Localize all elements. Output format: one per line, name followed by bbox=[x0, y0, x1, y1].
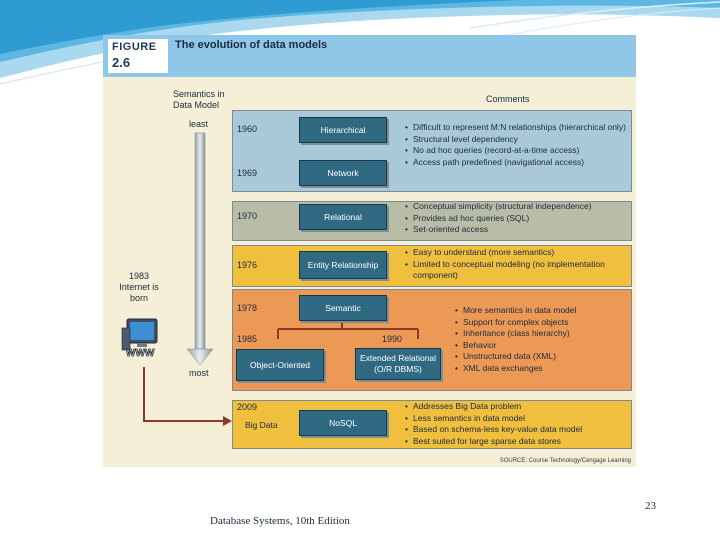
comment-item: Access path predefined (navigational acc… bbox=[405, 157, 627, 169]
comment-item: Provides ad hoc queries (SQL) bbox=[405, 213, 627, 225]
comment-item: Easy to understand (more semantics) bbox=[405, 247, 627, 259]
page-number: 23 bbox=[645, 500, 656, 512]
comment-item: Difficult to represent M:N relationships… bbox=[405, 122, 627, 134]
year-1978: 1978 bbox=[237, 303, 258, 313]
year-1970: 1970 bbox=[237, 211, 258, 221]
comments-semantic: More semantics in data modelSupport for … bbox=[455, 305, 627, 375]
data-model-evolution-figure: FIGURE 2.6 The evolution of data models … bbox=[103, 35, 636, 467]
model-hierarchical: Hierarchical bbox=[299, 117, 387, 143]
figure-source: SOURCE: Course Technology/Cengage Learni… bbox=[499, 458, 631, 464]
comment-item: XML data exchanges bbox=[455, 363, 627, 375]
slide-footer: Database Systems, 10th Edition bbox=[210, 515, 350, 527]
year-1976: 1976 bbox=[237, 260, 258, 270]
comments-header: Comments bbox=[486, 94, 530, 104]
figure-header: FIGURE 2.6 The evolution of data models bbox=[103, 35, 636, 77]
model-extended-relational: Extended Relational (O/R DBMS) bbox=[355, 348, 441, 380]
figure-label-word: FIGURE bbox=[112, 41, 157, 53]
comment-item: Inheritance (class hierarchy) bbox=[455, 328, 627, 340]
comment-item: Behavior bbox=[455, 340, 627, 352]
figure-label: FIGURE 2.6 bbox=[108, 39, 168, 73]
comment-item: Best suited for large sparse data stores bbox=[405, 436, 627, 448]
model-entity-relationship: Entity Relationship bbox=[299, 251, 387, 279]
model-object-oriented: Object-Oriented bbox=[236, 349, 324, 381]
computer-www-icon bbox=[121, 318, 158, 351]
internet-born-note: 1983 Internet is born bbox=[119, 271, 159, 303]
semantics-header: Semantics in Data Model bbox=[173, 89, 225, 110]
scale-most-label: most bbox=[189, 368, 209, 378]
comment-item: Less semantics in data model bbox=[405, 413, 627, 425]
internet-connector-arrowhead bbox=[223, 416, 232, 426]
comment-item: Conceptual simplicity (structural indepe… bbox=[405, 201, 627, 213]
figure-number: 2.6 bbox=[112, 55, 131, 70]
comment-item: Set-oriented access bbox=[405, 224, 627, 236]
figure-title: The evolution of data models bbox=[175, 39, 328, 51]
computer-www-icon-label: WWW bbox=[126, 348, 155, 359]
comment-item: Limited to conceptual modeling (no imple… bbox=[405, 259, 627, 282]
comments-entity-relationship: Easy to understand (more semantics)Limit… bbox=[405, 247, 627, 282]
year-1960: 1960 bbox=[237, 124, 258, 134]
year-1985: 1985 bbox=[237, 334, 258, 344]
comments-nosql: Addresses Big Data problemLess semantics… bbox=[405, 401, 627, 447]
comments-relational: Conceptual simplicity (structural indepe… bbox=[405, 201, 627, 236]
big-data-label: Big Data bbox=[245, 420, 278, 430]
comment-item: More semantics in data model bbox=[455, 305, 627, 317]
semantics-arrow-icon bbox=[186, 132, 214, 366]
model-relational: Relational bbox=[299, 204, 387, 230]
year-2009: 2009 bbox=[237, 402, 258, 412]
model-semantic: Semantic bbox=[299, 295, 387, 321]
year-1969: 1969 bbox=[237, 168, 258, 178]
comments-hierarchical-network: Difficult to represent M:N relationships… bbox=[405, 122, 627, 168]
model-nosql: NoSQL bbox=[299, 410, 387, 436]
internet-to-nosql-connector bbox=[143, 367, 223, 422]
year-1990: 1990 bbox=[382, 334, 403, 344]
comment-item: Addresses Big Data problem bbox=[405, 401, 627, 413]
comment-item: Based on schema-less key-value data mode… bbox=[405, 424, 627, 436]
comment-item: Structural level dependency bbox=[405, 134, 627, 146]
comment-item: Unstructured data (XML) bbox=[455, 351, 627, 363]
figure-connectors: WWW bbox=[121, 132, 419, 426]
model-network: Network bbox=[299, 160, 387, 186]
comment-item: Support for complex objects bbox=[455, 317, 627, 329]
scale-least-label: least bbox=[189, 119, 209, 129]
comment-item: No ad hoc queries (record-at-a-time acce… bbox=[405, 145, 627, 157]
